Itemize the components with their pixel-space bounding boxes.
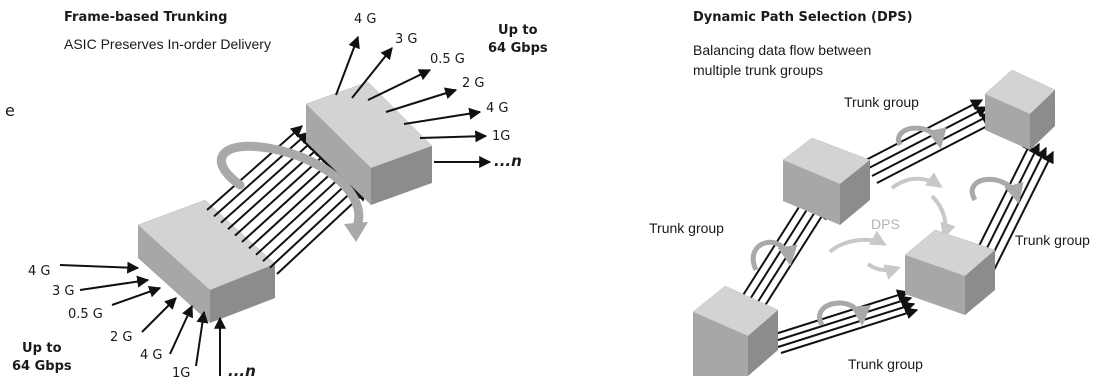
frame-trunking-subtitle: ASIC Preserves In-order Delivery	[64, 36, 271, 52]
output-speed-line1: Up to	[498, 23, 538, 38]
dps-subtitle-line2: multiple trunk groups	[693, 62, 823, 78]
trunk-group-label: Trunk group	[649, 220, 724, 236]
in-link-label: 4 G	[140, 348, 163, 363]
switch-box-middle-right	[904, 229, 996, 315]
dps-trunk-link	[780, 307, 919, 354]
trunk-link-line	[255, 169, 349, 256]
in-link-label: 3 G	[52, 284, 75, 299]
trunk-link-line	[262, 176, 355, 262]
in-link-label: 0.5 G	[68, 307, 103, 322]
dps-trunk-link	[739, 194, 807, 301]
trunk-group-label: Trunk group	[844, 94, 919, 110]
switch-box-upper	[305, 81, 433, 205]
dps-trunk-link	[866, 106, 989, 170]
switch-box-bottom-left	[692, 285, 779, 376]
trunk-group-label: Trunk group	[1015, 232, 1090, 248]
out-link-label: 4 G	[486, 101, 509, 116]
in-link-label: 4 G	[28, 264, 51, 279]
input-speed-line2: 64 Gbps	[12, 359, 72, 374]
trunk-link-line	[269, 182, 362, 269]
output-speed-line2: 64 Gbps	[488, 41, 548, 56]
dps-trunk-link	[777, 301, 916, 348]
dps-trunk-link	[988, 150, 1054, 281]
dps-trunk-link	[771, 289, 910, 336]
out-link-label: 4 G	[354, 12, 377, 27]
trunk-group-label: Trunk group	[848, 356, 923, 372]
dps-label: DPS	[871, 216, 900, 232]
incoming-link-arrows	[59, 261, 226, 376]
frame-trunking-title: Frame-based Trunking	[64, 10, 228, 25]
dps-trunk-link	[774, 295, 913, 342]
dps-trunk-link	[876, 120, 999, 184]
input-speed-label: Up to 64 Gbps	[12, 340, 72, 376]
in-order-delivery-arrow	[216, 141, 368, 242]
dps-subtitle-line1: Balancing data flow between	[693, 42, 872, 58]
out-link-label: 1G	[492, 129, 511, 144]
out-link-label: 0.5 G	[430, 52, 465, 67]
input-speed-line1: Up to	[22, 341, 62, 356]
trunk-swirl-arrows	[750, 125, 1024, 327]
switch-box-lower	[137, 199, 276, 323]
trunk-link-line	[213, 131, 310, 218]
trunk-link-bundle	[206, 125, 368, 275]
trunk-link-line	[248, 163, 342, 250]
switch-box-top-right	[984, 69, 1056, 150]
output-speed-label: Up to 64 Gbps	[488, 22, 548, 58]
switch-box-top-left	[782, 137, 871, 225]
in-link-label: 1G	[172, 366, 191, 381]
dps-balance-arrows	[828, 172, 956, 280]
trunk-link-line	[241, 157, 336, 243]
edge-fragment-text: e	[5, 101, 15, 120]
dps-trunk-link	[760, 206, 828, 313]
in-link-more: ...n	[228, 362, 256, 380]
out-link-label: 3 G	[395, 32, 418, 47]
out-link-more: ...n	[494, 152, 522, 170]
out-link-label: 2 G	[462, 76, 485, 91]
dps-trunk-link	[871, 113, 994, 177]
trunk-link-line	[206, 125, 303, 211]
in-link-label: 2 G	[110, 330, 133, 345]
dps-title: Dynamic Path Selection (DPS)	[693, 10, 913, 25]
outgoing-link-arrows	[335, 35, 492, 168]
